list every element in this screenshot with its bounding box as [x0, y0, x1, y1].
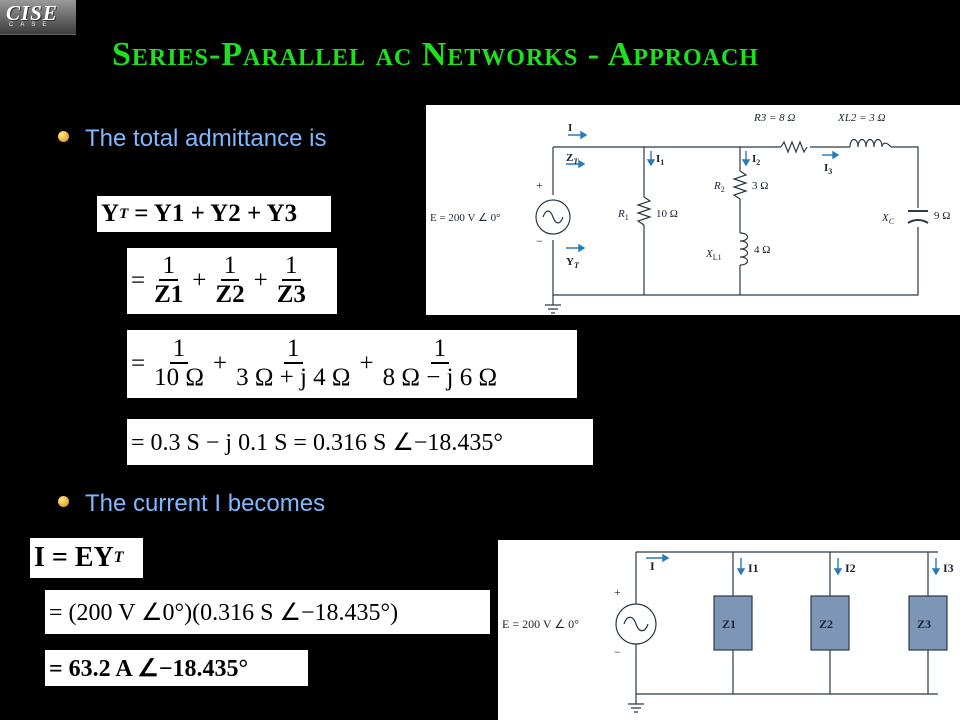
circuit-diagram-detailed: I ZT YT + − E = 200 V ∠ 0° I1 I2 I3 R1 1…: [426, 105, 960, 315]
bullet-text: The current I becomes: [85, 490, 326, 517]
label-xl1-value: 4 Ω: [754, 244, 770, 256]
fraction-num: 1: [159, 252, 178, 282]
fraction-den: 10 Ω: [154, 364, 204, 392]
label-r1-value: 10 Ω: [656, 208, 678, 220]
fraction-num: 1: [282, 252, 301, 282]
label-i3: I3: [824, 162, 832, 176]
label-i1: I1: [748, 561, 759, 575]
eq-i-lhs: I = EY: [34, 542, 114, 573]
fraction-den: Z1: [154, 281, 184, 309]
label-xl2: XL2 = 3 Ω: [837, 112, 886, 124]
fraction-num: 1: [169, 335, 189, 365]
fraction-den: 8 Ω − j 6 Ω: [382, 364, 498, 392]
label-i2: I2: [845, 561, 856, 575]
label-z3: Z3: [917, 617, 931, 631]
bullet-dot-icon: [58, 131, 69, 142]
label-xc: XC: [881, 212, 895, 226]
logo: CISE CASE: [0, 0, 76, 35]
eq-yt-rhs: = Y1 + Y2 + Y3: [134, 200, 298, 227]
fraction-den: Z2: [215, 281, 245, 309]
label-source: E = 200 V ∠ 0°: [430, 212, 500, 224]
label-yt: YT: [566, 256, 580, 270]
label-z2: Z2: [819, 617, 833, 631]
circuit-diagram-block: I I1 I2 I3 Z1 Z2 Z3 + − E = 200 V ∠ 0°: [498, 540, 960, 720]
fraction-num: 1: [284, 335, 303, 365]
fraction-num: 1: [220, 252, 240, 282]
label-i1: I1: [656, 153, 664, 167]
label-minus: −: [614, 645, 621, 659]
label-r3: R3 = 8 Ω: [753, 112, 795, 124]
eq-yt-lhs-sub: T: [119, 205, 129, 222]
label-r2: R2: [713, 180, 725, 194]
equation-i-multiplication: = (200 V ∠0°)(0.316 S ∠−18.435°): [45, 590, 490, 634]
label-i2: I2: [752, 153, 760, 167]
eq-yt-lhs: Y: [101, 200, 120, 227]
label-xc-value: 9 Ω: [934, 210, 950, 222]
bullet-total-admittance: The total admittance is: [58, 125, 326, 153]
bullet-text: The total admittance is: [85, 125, 327, 152]
fraction-den: 3 Ω + j 4 Ω: [236, 364, 351, 392]
bullet-current-i: The current I becomes: [58, 490, 325, 518]
label-minus: −: [536, 234, 543, 248]
label-source: E = 200 V ∠ 0°: [502, 617, 579, 631]
equation-yt-result: = 0.3 S − j 0.1 S = 0.316 S ∠−18.435°: [127, 419, 593, 465]
bullet-dot-icon: [58, 496, 69, 507]
label-r1: R1: [617, 208, 629, 222]
fraction-den: Z3: [276, 281, 306, 309]
logo-subtext: CASE: [9, 22, 54, 28]
equation-i-result: = 63.2 A ∠−18.435°: [45, 650, 308, 686]
label-plus: +: [614, 585, 621, 599]
eq-i-lhs-sub: T: [113, 549, 124, 566]
label-z1: Z1: [722, 617, 736, 631]
slide-title: Series-Parallel ac Networks - Approach: [112, 36, 759, 73]
logo-text: CISE: [6, 1, 58, 25]
label-zt: ZT: [566, 152, 579, 166]
label-plus: +: [536, 178, 543, 192]
label-current-i: I: [650, 559, 655, 573]
fraction-num: 1: [430, 335, 450, 365]
label-r2-value: 3 Ω: [752, 180, 768, 192]
label-current-i: I: [568, 122, 572, 134]
label-xl1: XL1: [705, 248, 722, 262]
label-i3: I3: [943, 561, 954, 575]
